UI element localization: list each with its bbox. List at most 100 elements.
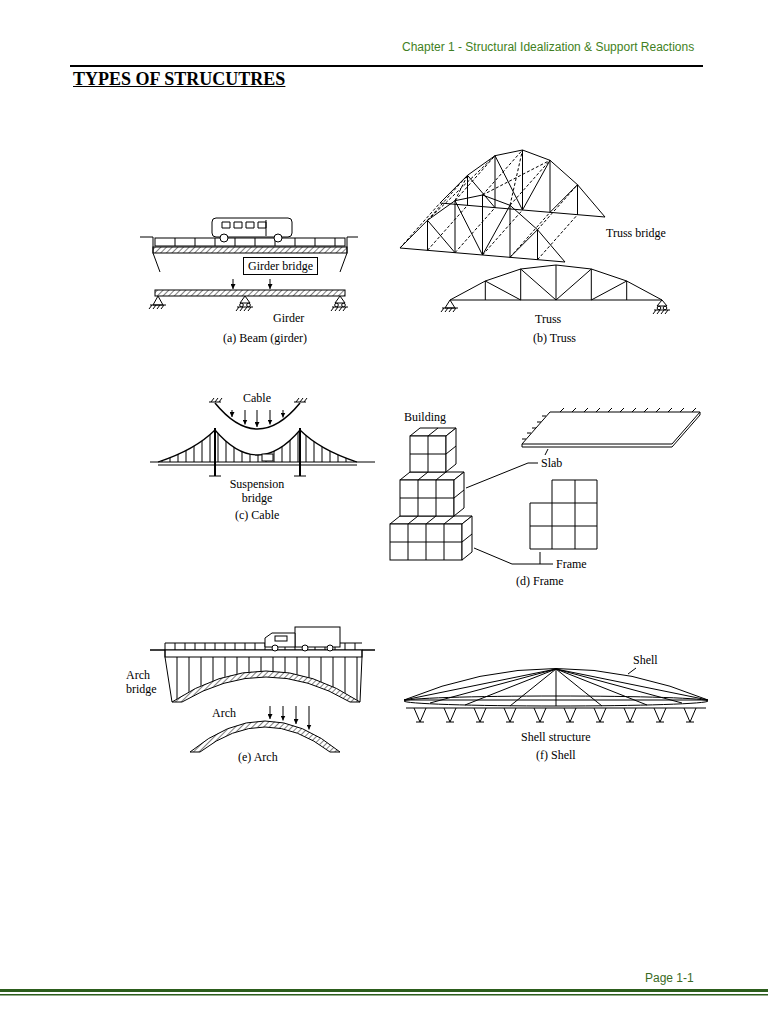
- cable-drawing: [232, 410, 233, 417]
- van-drawing: [212, 218, 292, 242]
- footer-rule: [0, 989, 768, 996]
- truss-drawing: [663, 306, 667, 310]
- suspension-bridge-drawing: [214, 428, 216, 476]
- truss-drawing: [653, 310, 668, 314]
- cable-drawing: [283, 410, 284, 418]
- roller-support: [247, 303, 251, 307]
- cable-drawing: [296, 398, 307, 402]
- leader-line: [545, 449, 548, 455]
- truss-bridge-drawing: [440, 150, 605, 217]
- arch-bridge-drawing: [165, 650, 362, 657]
- girder-bridge-drawing: [175, 238, 335, 246]
- arch-bridge-drawing: [172, 671, 360, 702]
- girder-beam-drawing: [270, 279, 271, 289]
- header-rule: [70, 65, 703, 67]
- building-drawing: [400, 472, 454, 516]
- suspension-bridge-drawing: [162, 420, 354, 462]
- girder-bridge-drawing: [140, 237, 358, 272]
- girder-beam-drawing: [155, 279, 345, 296]
- pin-support: [153, 296, 163, 305]
- leader-line: [466, 463, 538, 488]
- building-drawing: [400, 472, 464, 480]
- shell-drawing: [406, 708, 706, 709]
- slab-drawing: [522, 412, 700, 444]
- building-drawing: [390, 516, 472, 524]
- girder-bridge-drawing: [153, 247, 347, 253]
- part-label: Cable: [243, 391, 271, 405]
- header-rule: [70, 66, 703, 67]
- suspension-bridge-drawing: [158, 465, 357, 466]
- arch-drawing: [190, 721, 340, 752]
- building-drawing: [454, 472, 464, 516]
- figure-caption: (c) Cable: [235, 508, 279, 522]
- arch-bridge-drawing: [177, 657, 357, 705]
- part-label: Building: [404, 410, 446, 424]
- truss-drawing: [450, 265, 662, 300]
- part-label: Arch bridge: [126, 668, 166, 696]
- truck-drawing: [265, 633, 295, 647]
- truck-drawing: [275, 636, 287, 641]
- truss-drawing: [485, 265, 626, 300]
- building-drawing: [390, 428, 472, 560]
- arch-drawing: [309, 706, 310, 730]
- roller-support: [236, 307, 251, 311]
- truck-drawing: [327, 645, 333, 651]
- part-label: Shell structure: [521, 730, 591, 744]
- van-drawing: [266, 220, 267, 236]
- arch-drawing: [283, 706, 284, 721]
- truck-drawing: [272, 645, 278, 651]
- truss-bridge-drawing: [468, 150, 578, 215]
- box-text: Girder bridge: [248, 259, 313, 273]
- figure-caption: (d) Frame: [516, 574, 564, 588]
- truss-drawing: [441, 265, 670, 314]
- part-label: Truss bridge: [606, 226, 666, 240]
- van-drawing: [220, 234, 228, 242]
- figure-caption: (a) Beam (girder): [223, 331, 307, 345]
- suspension-bridge-drawing: [150, 462, 375, 463]
- slab-drawing: [522, 408, 700, 447]
- building-drawing: [446, 446, 456, 454]
- van-drawing: [274, 234, 282, 242]
- truss-bridge-drawing: [400, 150, 605, 262]
- leader-line: [466, 449, 636, 674]
- arch-drawing: [190, 706, 340, 752]
- part-label: Frame: [556, 557, 587, 571]
- slab-drawing: [560, 408, 696, 412]
- leader-line: [540, 552, 541, 564]
- suspension-bridge-drawing: [158, 430, 357, 462]
- shell-drawing: [416, 722, 694, 723]
- truss-bridge-drawing: [468, 156, 578, 213]
- cable-drawing: [215, 403, 300, 429]
- truck-drawing: [265, 627, 340, 651]
- page-number: Page 1-1: [645, 971, 694, 985]
- part-label: Truss: [535, 312, 561, 326]
- cable-drawing: [211, 398, 222, 402]
- footer-rule: [0, 989, 768, 992]
- truss-drawing: [441, 308, 456, 312]
- chapter-header: Chapter 1 - Structural Idealization & Su…: [402, 40, 694, 54]
- roller-support: [335, 303, 339, 307]
- shell-drawing: [404, 696, 708, 706]
- footer-rule: [0, 994, 768, 996]
- arch-bridge-drawing: [360, 650, 375, 702]
- truss-bridge-drawing: [428, 195, 538, 260]
- suspension-bridge-drawing: [262, 454, 273, 461]
- roller-support: [236, 296, 348, 311]
- truss-drawing: [657, 306, 661, 310]
- truss-bridge-drawing: [400, 150, 578, 260]
- truss-drawing: [445, 300, 455, 308]
- building-drawing: [462, 534, 472, 542]
- truss-bridge-drawing: [400, 195, 565, 262]
- part-label: Slab: [541, 456, 562, 470]
- part-label: Shell: [633, 653, 658, 667]
- page-title: TYPES OF STRUCUTRES: [73, 68, 285, 90]
- part-label: Girder: [273, 311, 304, 325]
- cable-drawing: [270, 410, 271, 425]
- truck-drawing: [295, 627, 340, 647]
- part-label: Arch: [212, 706, 236, 720]
- suspension-bridge-drawing: [299, 428, 301, 476]
- slab-drawing: [522, 412, 700, 447]
- arch-drawing: [270, 706, 271, 719]
